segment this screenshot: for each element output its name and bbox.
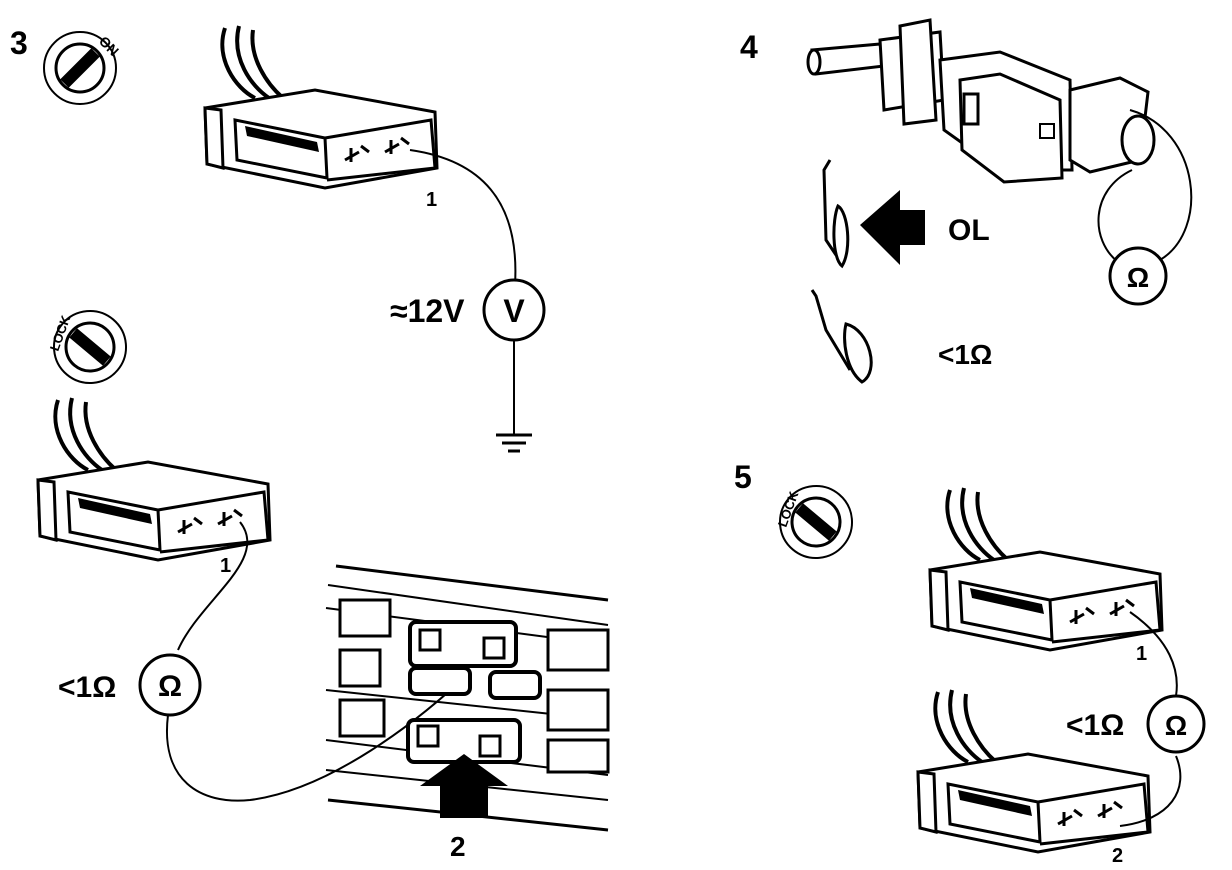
ohmmeter-icon — [138, 653, 202, 717]
ignition-on-icon — [27, 15, 133, 121]
step5-ohmmeter-icon — [1146, 694, 1206, 754]
closed-circuit-reading: <1Ω — [938, 339, 992, 370]
switch-contact-open-icon — [822, 159, 850, 269]
voltage-reading: ≈12V — [390, 293, 465, 329]
step-number-5: 5 — [734, 459, 752, 495]
connector-step5-top-icon — [928, 486, 1164, 652]
fuse-arrow-icon — [420, 754, 508, 818]
step5-ohm-symbol: Ω — [1165, 710, 1187, 741]
connector-bottom-pin-label: 1 — [220, 555, 231, 577]
resistance-reading: <1Ω — [58, 671, 116, 704]
connector-top-pin-label: 1 — [426, 189, 437, 211]
step-number-4: 4 — [740, 29, 758, 65]
brake-switch-ohm-symbol: Ω — [1127, 262, 1149, 293]
voltmeter-symbol: V — [503, 293, 525, 329]
step5-probe-wire — [1119, 611, 1182, 827]
ohmmeter-return-wire — [165, 671, 471, 802]
press-arrow-icon — [860, 190, 925, 265]
open-circuit-reading: OL — [948, 214, 990, 247]
ohmmeter-symbol: Ω — [158, 670, 182, 703]
brake-switch-icon — [806, 18, 1156, 184]
voltmeter-probe-wire — [409, 149, 517, 286]
connector-top-icon — [203, 24, 439, 190]
fuse-callout-label: 2 — [450, 831, 466, 862]
connector-bottom-icon — [36, 396, 272, 562]
ground-icon — [496, 340, 532, 453]
connector-step5-top-pin-label: 1 — [1136, 643, 1147, 665]
brake-switch-ohmmeter-icon — [1108, 246, 1168, 306]
ohmmeter-probe-wire — [177, 521, 249, 651]
connector-step5-bottom-pin-label: 2 — [1112, 845, 1123, 867]
step5-resistance-reading: <1Ω — [1066, 709, 1124, 742]
brake-switch-probe-wire — [1097, 109, 1193, 263]
switch-contact-closed-icon — [810, 289, 873, 384]
step-number-3: 3 — [10, 25, 28, 61]
